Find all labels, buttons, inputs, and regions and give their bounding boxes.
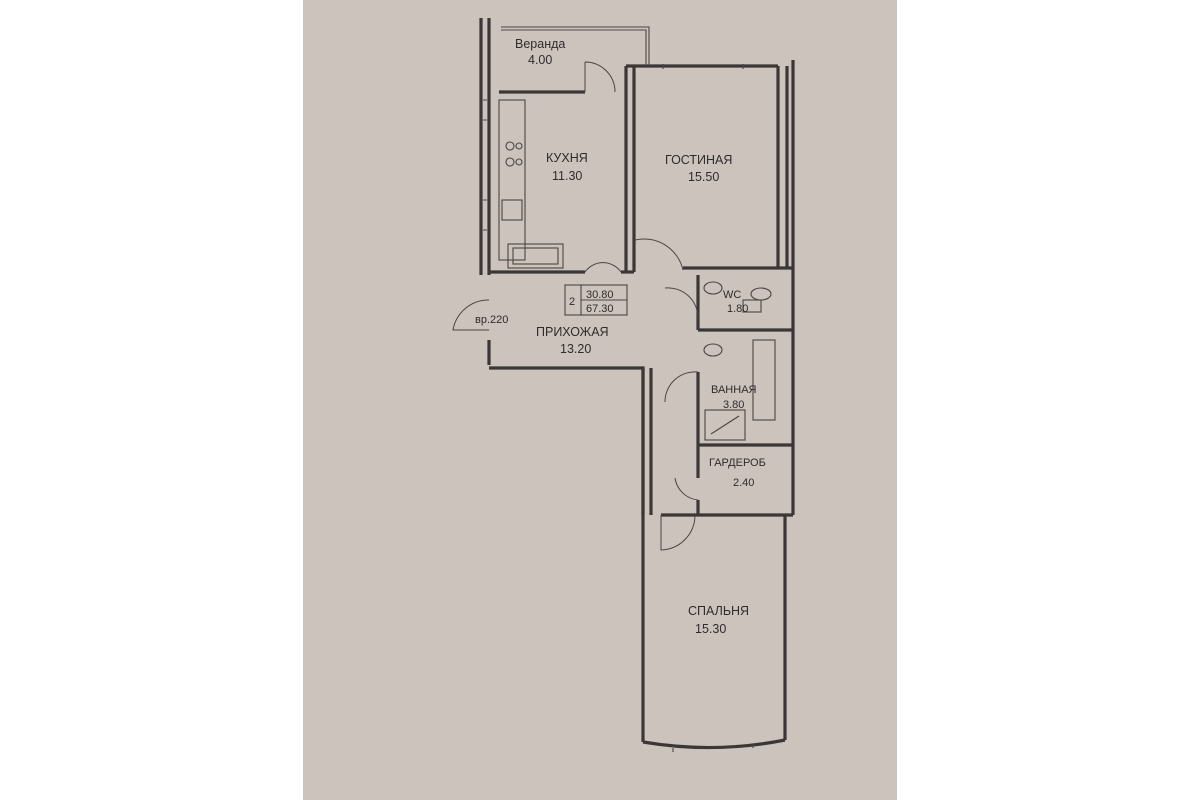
kitchen-area: 11.30 [552,169,582,183]
entrance-label: вр.220 [475,314,508,326]
hall-name: ПРИХОЖАЯ [536,325,609,339]
floor-plan-sheet: 2 30.80 67.30 Веранда 4.00 КУХНЯ 11.30 Г… [303,0,897,800]
outer-walls [479,18,795,750]
bedroom-name: СПАЛЬНЯ [688,604,749,618]
bath-name: ВАННАЯ [711,384,757,396]
hall-area: 13.20 [560,342,591,356]
summary-rooms-count: 2 [569,296,575,308]
kitchen-fixtures [498,99,564,269]
wc-area: 1.80 [727,303,748,315]
veranda-outline [499,26,650,94]
window-marks [483,64,754,752]
wc-name: WC [723,289,741,301]
wardrobe-area: 2.40 [733,477,754,489]
summary-living-area: 30.80 [586,289,614,301]
interior-walls [489,66,793,517]
veranda-name: Веранда [515,37,565,51]
veranda-area: 4.00 [528,53,552,67]
summary-box: 2 30.80 67.30 [564,284,628,316]
room-labels: Веранда 4.00 КУХНЯ 11.30 ГОСТИНАЯ 15.50 … [475,37,766,636]
bathroom-fixtures [703,281,776,441]
bedroom-area: 15.30 [695,622,726,636]
living-name: ГОСТИНАЯ [665,153,732,167]
living-area: 15.50 [688,170,719,184]
summary-total-area: 67.30 [586,303,614,315]
wardrobe-name: ГАРДЕРОБ [709,457,766,469]
bath-area: 3.80 [723,399,744,411]
floor-plan: 2 30.80 67.30 Веранда 4.00 КУХНЯ 11.30 Г… [452,18,795,752]
kitchen-name: КУХНЯ [546,151,588,165]
doors [452,61,699,551]
